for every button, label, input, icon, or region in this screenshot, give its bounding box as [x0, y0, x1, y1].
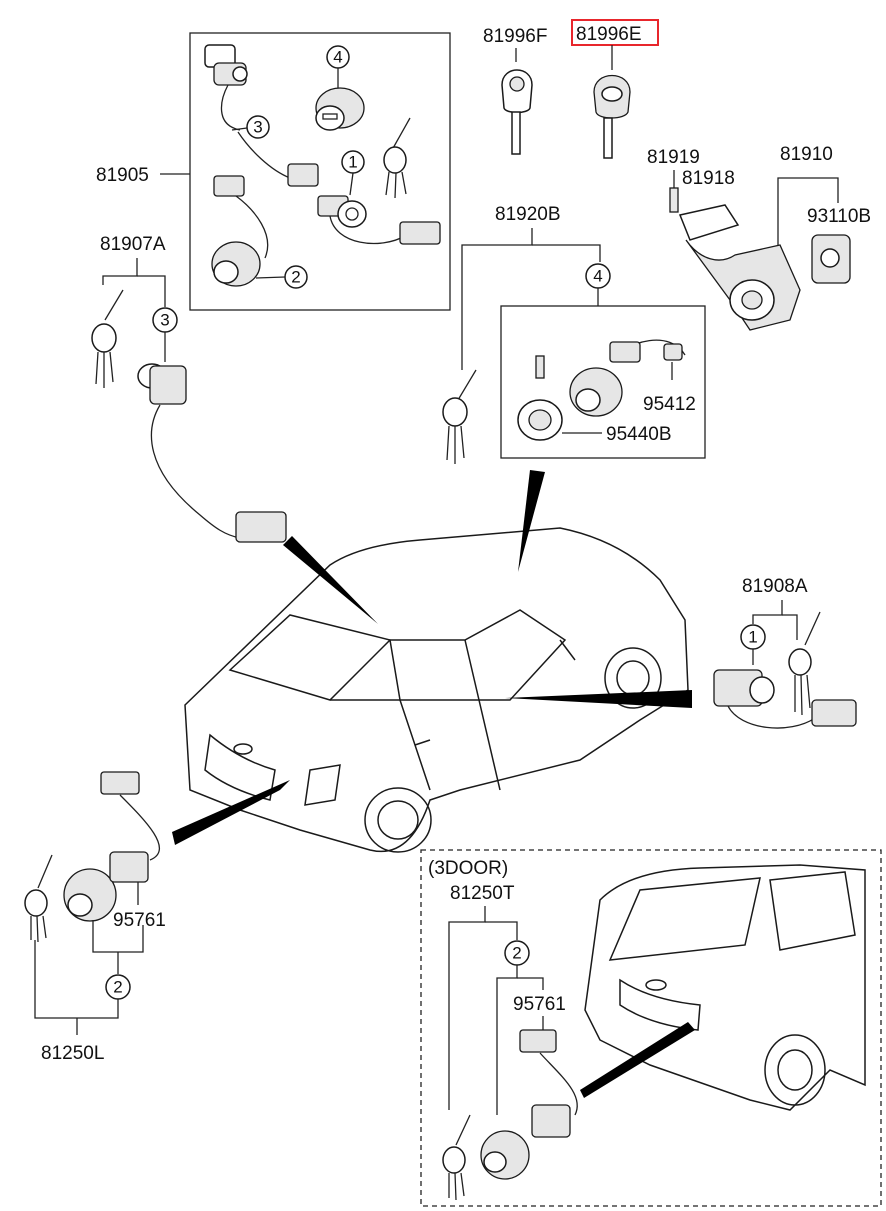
pointer-roof — [283, 536, 378, 624]
transponder-key-icon — [593, 75, 631, 159]
trunk-lock-cylinder-icon — [317, 195, 441, 245]
wire-harness-icon — [100, 771, 161, 861]
door-variant-label: (3DOOR) — [428, 858, 508, 879]
group-81908A: 81908A 1 — [713, 576, 857, 729]
key-set-icon — [442, 1114, 471, 1201]
key-81996E: 81996E — [571, 19, 659, 159]
part-label-93110B: 93110B — [807, 206, 871, 227]
callout-number: 2 — [113, 978, 122, 997]
part-label-81996F: 81996F — [483, 26, 547, 47]
ignition-switch-housing-icon — [678, 204, 801, 331]
part-label-95412: 95412 — [643, 394, 696, 415]
callout-number: 4 — [593, 267, 602, 286]
part-label-81918: 81918 — [682, 168, 735, 189]
part-label-81250L: 81250L — [41, 1043, 104, 1064]
key-81996F: 81996F — [483, 26, 547, 155]
connector-icon — [287, 163, 319, 187]
part-label-81919: 81919 — [647, 147, 700, 168]
callout-number: 1 — [348, 153, 357, 172]
lock-cylinder-icon — [315, 87, 365, 131]
trunk-lock-cylinder-icon — [63, 851, 149, 922]
sedan-car-illustration — [184, 527, 689, 853]
pointer-door — [505, 690, 692, 708]
key-set-icon — [383, 117, 411, 199]
part-label-81907A: 81907A — [100, 234, 166, 255]
pointer-trunk — [172, 780, 290, 845]
trunk-lock-cylinder-icon — [480, 1104, 571, 1180]
key-set-icon — [24, 854, 53, 943]
callout-number: 2 — [512, 944, 521, 963]
dashed-variant-box — [420, 849, 882, 1207]
group-81920B: 81920B 4 95412 95440B — [442, 204, 706, 464]
door-lock-cylinder-icon — [137, 363, 287, 543]
hatchback-car-illustration — [584, 864, 866, 1111]
part-label-81908A: 81908A — [742, 576, 808, 597]
part-label-81920B: 81920B — [495, 204, 561, 225]
pointer-ignition — [518, 470, 545, 572]
group-3door: (3DOOR) 81250T 2 95761 — [420, 849, 882, 1207]
part-label-95761-right: 95761 — [513, 994, 566, 1015]
key-set-icon — [91, 289, 124, 388]
callout-number: 3 — [253, 118, 262, 137]
lock-housing-icon — [517, 355, 563, 441]
group-81250L: 95761 2 81250L — [24, 771, 166, 1064]
wire-harness-icon — [519, 1029, 578, 1116]
callout-number: 4 — [333, 48, 342, 67]
bolt-icon — [669, 187, 679, 213]
callout-circle — [246, 115, 270, 139]
part-label-81250T: 81250T — [450, 883, 515, 904]
ignition-assembly-81910: 81919 81918 81910 93110B — [647, 144, 871, 331]
group-box-81920B — [500, 305, 706, 459]
key-set-icon — [788, 611, 821, 716]
lock-cylinder-icon — [569, 339, 686, 417]
rear-lock-cylinder-icon — [211, 175, 269, 287]
callout-number: 3 — [160, 311, 169, 330]
clip-icon — [663, 343, 683, 361]
group-box-81905 — [189, 32, 451, 311]
group-81905: 81905 3 4 1 — [96, 32, 451, 311]
part-label-81905: 81905 — [96, 165, 149, 186]
ignition-switch-icon — [811, 234, 851, 284]
door-lock-actuator-icon — [204, 44, 248, 131]
callout-number: 1 — [748, 628, 757, 647]
highlight-box-81996E — [571, 19, 659, 46]
blank-key-icon — [501, 69, 533, 155]
pointer-hatch — [580, 1022, 695, 1098]
part-label-95761-left: 95761 — [113, 910, 166, 931]
wire-harness — [237, 131, 291, 179]
group-81907A: 81907A 3 — [91, 234, 287, 543]
part-label-95440B: 95440B — [606, 424, 672, 445]
part-label-81996E: 81996E — [576, 24, 642, 45]
part-label-81910: 81910 — [780, 144, 833, 165]
door-lock-cylinder-icon — [713, 669, 857, 729]
callout-number: 2 — [291, 268, 300, 287]
key-set-icon — [442, 369, 477, 464]
